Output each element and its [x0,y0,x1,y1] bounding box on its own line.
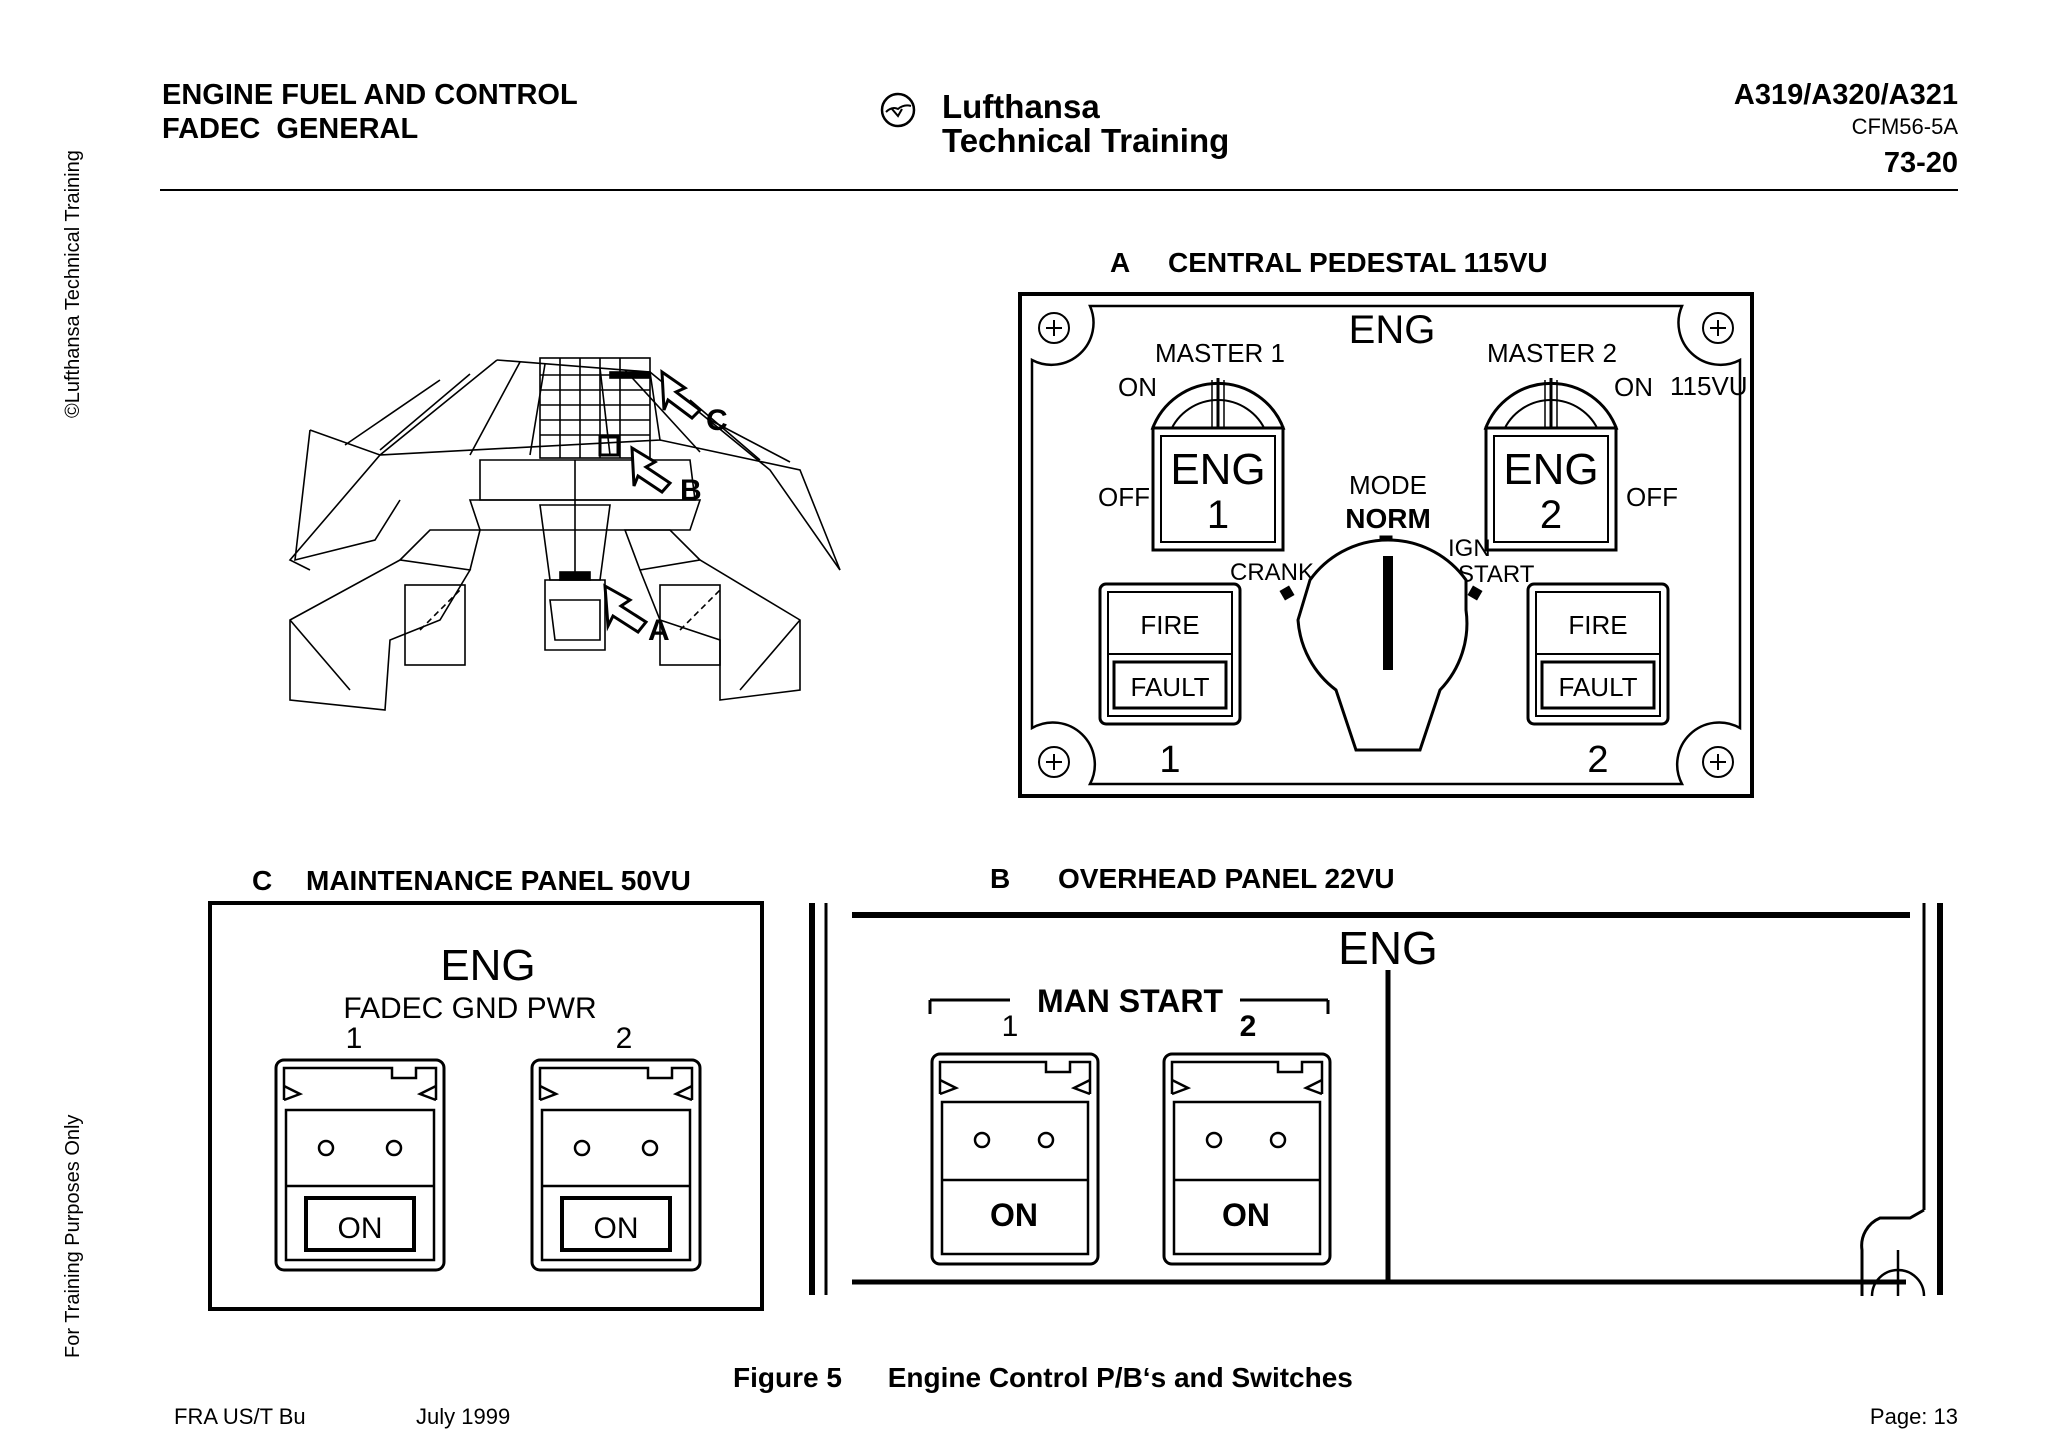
maintenance-title: MAINTENANCE PANEL 50VU [306,865,691,896]
norm-label: NORM [1345,503,1431,534]
figure-caption: Figure 5 Engine Control P/B‘s and Switch… [733,1362,1353,1394]
man-start-button-2[interactable] [1162,1052,1332,1266]
master2-on-label: ON [1614,372,1653,402]
pedestal-title: CENTRAL PEDESTAL 115VU [1168,247,1548,278]
pedestal-letter: A [1110,247,1130,278]
overview-label-a: A [648,614,670,647]
pedestal-eng-title: ENG [1349,308,1436,352]
man-start-on-label-1: ON [990,1197,1038,1233]
master2-eng-label: ENG [1503,445,1598,494]
maintenance-num-2: 2 [616,1022,633,1055]
overhead-title: OVERHEAD PANEL 22VU [1058,863,1395,894]
overhead-panel [809,903,1943,1297]
doc-title-line2: FADEC GENERAL [162,113,419,145]
pedestal-vu-label: 115VU [1670,371,1748,401]
master1-number: 1 [1207,493,1229,537]
pedestal-bottom-number-1: 1 [1159,739,1180,781]
fire2-label: FIRE [1568,610,1627,640]
callout-arrows [603,369,703,634]
maintenance-eng-title: ENG [440,941,535,990]
footer-date: July 1999 [416,1404,511,1429]
footer-org: FRA US/T Bu [174,1404,306,1429]
fadec-on-label-1: ON [338,1212,383,1245]
engine-type: CFM56-5A [1851,114,1958,139]
footer-page: Page: 13 [1869,1404,1958,1429]
master1-off-label: OFF [1098,482,1150,512]
maintenance-subtitle: FADEC GND PWR [343,992,596,1025]
start-label: START [1458,561,1535,588]
fault2-label: FAULT [1559,672,1638,702]
crank-label: CRANK [1230,559,1314,586]
fadec-gnd-pwr-button-2[interactable] [530,1058,702,1272]
master1-eng-label: ENG [1170,445,1265,494]
fire-fault-button-2[interactable] [1526,582,1670,726]
man-start-num-2: 2 [1240,1010,1257,1043]
overview-label-c: C [706,404,728,437]
master2-label: MASTER 2 [1487,338,1617,368]
master1-label: MASTER 1 [1155,338,1285,368]
mode-selector-knob[interactable] [1279,535,1483,752]
overhead-letter: B [990,863,1010,894]
master-switch-1[interactable] [1150,378,1286,552]
figure-title: Engine Control P/B‘s and Switches [887,1362,1353,1393]
master1-on-label: ON [1118,372,1157,402]
master2-number: 2 [1540,493,1562,537]
overhead-eng-title: ENG [1338,922,1438,974]
cockpit-overview-sketch [288,357,841,711]
maintenance-panel [208,901,764,1311]
crane-icon [880,92,916,128]
fire-fault-button-1[interactable] [1098,582,1242,726]
man-start-on-label-2: ON [1222,1197,1270,1233]
mode-label: MODE [1349,470,1427,500]
brand-name: Lufthansa [942,88,1100,125]
doc-title-line1: ENGINE FUEL AND CONTROL [162,79,578,111]
master2-off-label: OFF [1626,482,1678,512]
overview-label-b: B [680,474,702,507]
man-start-label: MAN START [1037,983,1224,1019]
brand-subtitle: Technical Training [942,122,1230,159]
master-switch-2[interactable] [1483,378,1619,552]
fadec-gnd-pwr-button-1[interactable] [274,1058,446,1272]
pedestal-bottom-number-2: 2 [1587,739,1608,781]
arrow-b-icon [630,445,673,494]
man-start-button-1[interactable] [930,1052,1100,1266]
maintenance-letter: C [252,865,272,896]
aircraft-type: A319/A320/A321 [1733,79,1958,111]
fault1-label: FAULT [1131,672,1210,702]
maintenance-num-1: 1 [346,1022,363,1055]
chapter-number: 73-20 [1883,147,1958,179]
arrow-c-icon [660,369,703,420]
pedestal-panel [1018,292,1754,798]
ign-label: IGN [1448,535,1491,562]
fire1-label: FIRE [1140,610,1199,640]
figure-label: Figure 5 [733,1362,842,1393]
fadec-on-label-2: ON [594,1212,639,1245]
man-start-num-1: 1 [1002,1010,1019,1043]
header-rule [160,189,1958,191]
lufthansa-logo [880,92,916,128]
arrow-a-icon [603,583,649,634]
